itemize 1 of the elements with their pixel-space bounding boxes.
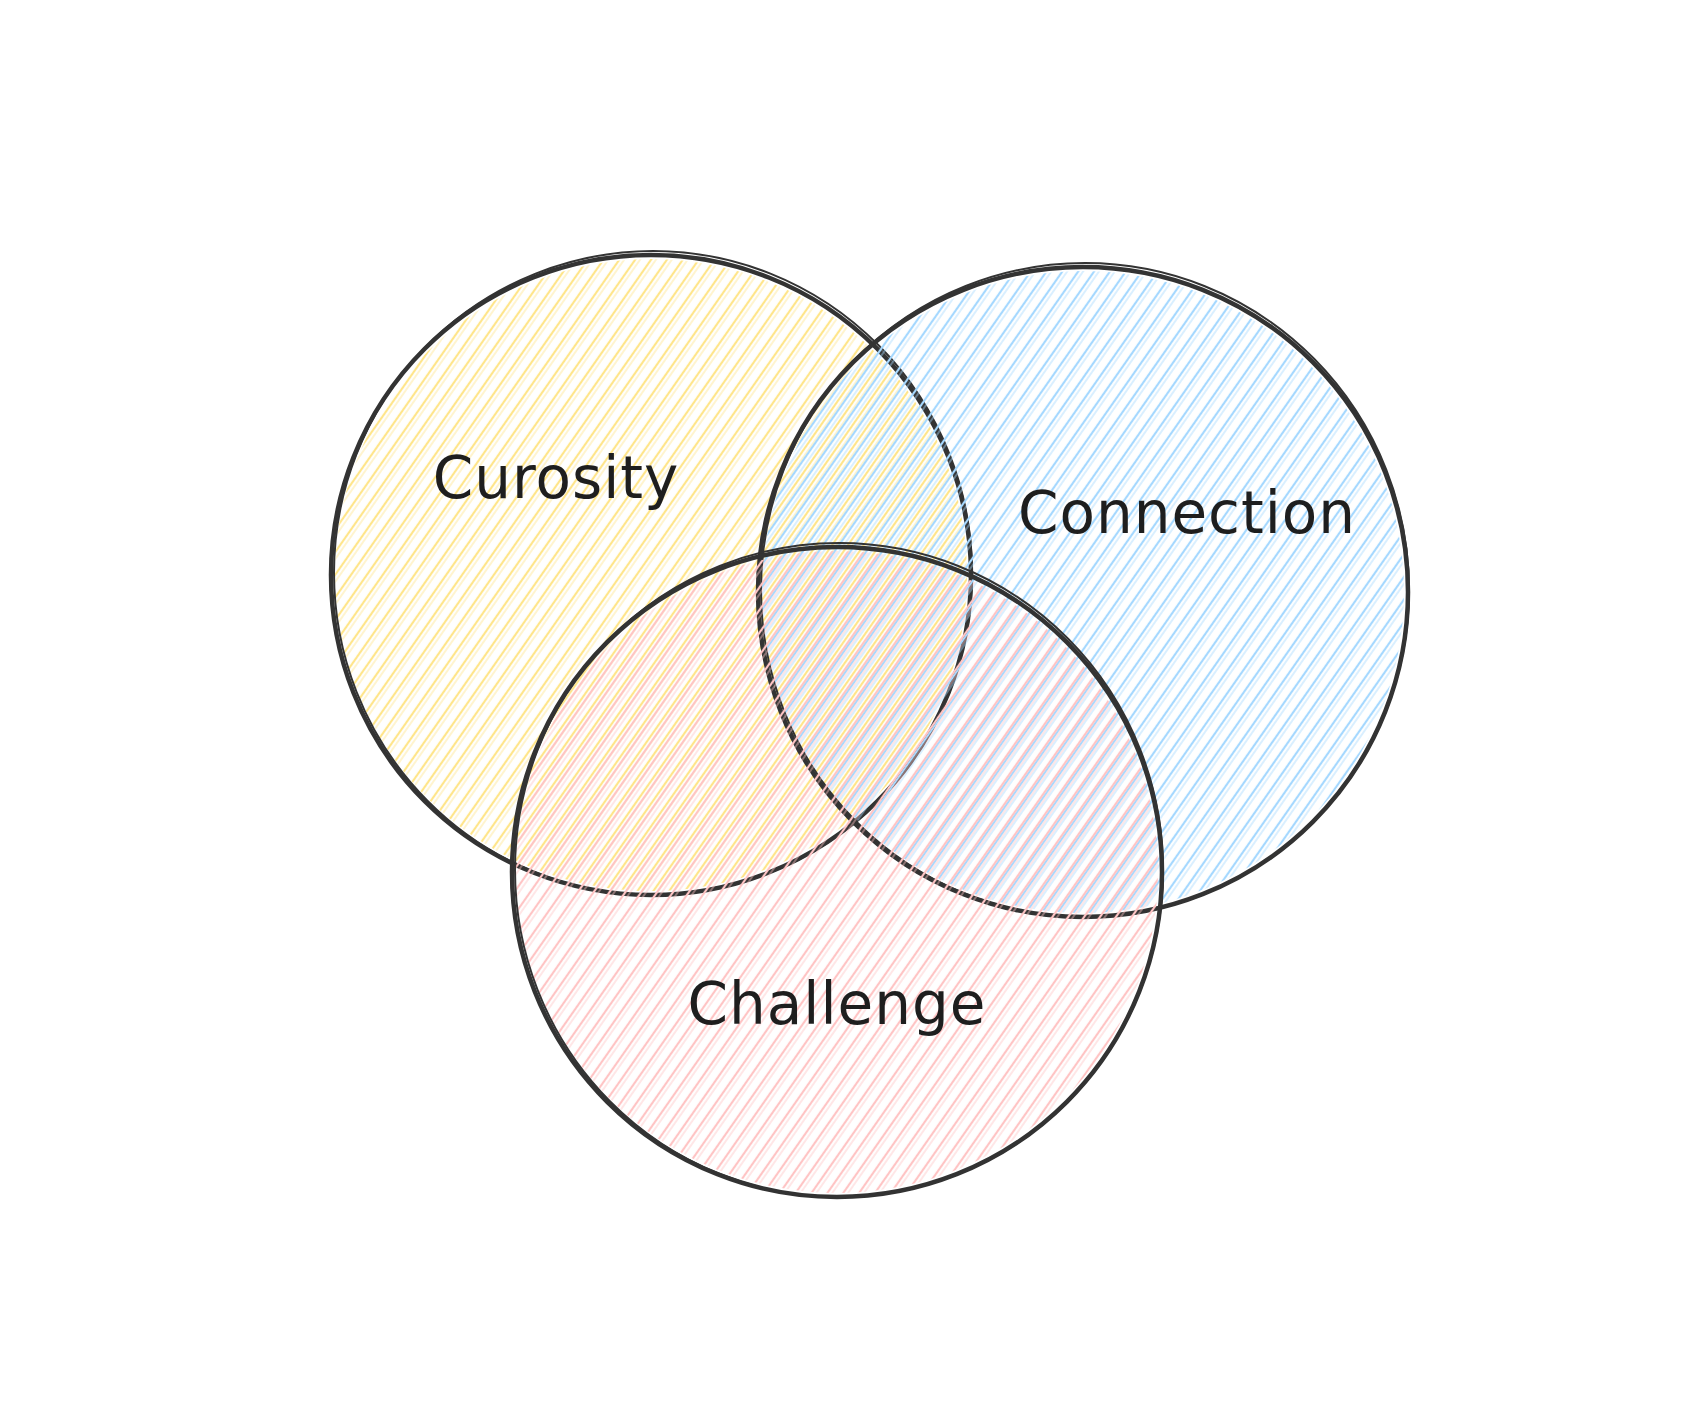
set-label: Connection [1017,484,1357,542]
